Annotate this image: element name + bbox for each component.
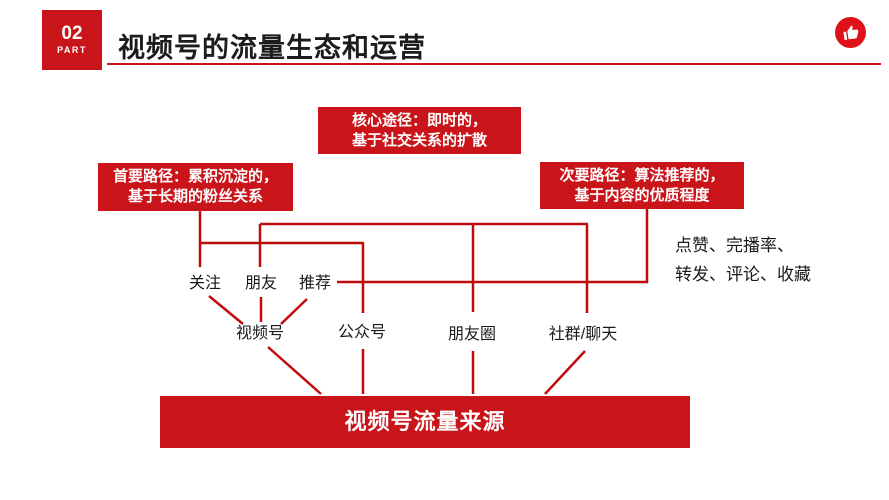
feed-label-friends: 朋友 <box>244 275 278 292</box>
algorithm-metrics: 点赞、完播率、 转发、评论、收藏 <box>675 231 811 289</box>
part-number-box: 02 PART <box>42 10 102 70</box>
part-number: 02 <box>61 23 83 44</box>
core-path-line2: 基于社交关系的扩散 <box>351 131 487 149</box>
metrics-line2: 转发、评论、收藏 <box>675 265 811 284</box>
feed-label-recommend: 推荐 <box>298 275 332 292</box>
channel-label-official-account: 公众号 <box>337 324 387 341</box>
channel-label-groups-chat: 社群/聊天 <box>548 326 618 343</box>
thumbs-up-icon <box>842 25 859 41</box>
secondary-path-line1: 次要路径：算法推荐的， <box>559 166 725 184</box>
primary-path-box: 首要路径：累积沉淀的， 基于长期的粉丝关系 <box>98 163 293 211</box>
traffic-source-box: 视频号流量来源 <box>160 396 690 448</box>
core-path-line1: 核心途径：即时的， <box>351 111 487 129</box>
page-title: 视频号的流量生态和运营 <box>118 33 426 63</box>
feed-label-follow: 关注 <box>188 275 222 292</box>
primary-path-line2: 基于长期的粉丝关系 <box>127 188 263 205</box>
part-label: PART <box>57 45 87 55</box>
metrics-line1: 点赞、完播率、 <box>675 236 794 255</box>
secondary-path-line2: 基于内容的优质程度 <box>574 186 710 204</box>
channel-label-video-account: 视频号 <box>235 325 285 342</box>
channel-label-moments: 朋友圈 <box>447 326 497 343</box>
secondary-path-box: 次要路径：算法推荐的， 基于内容的优质程度 <box>540 162 744 209</box>
like-button[interactable] <box>835 17 866 48</box>
primary-path-line1: 首要路径：累积沉淀的， <box>112 168 278 185</box>
core-path-box: 核心途径：即时的， 基于社交关系的扩散 <box>318 107 521 154</box>
title-underline <box>107 63 881 65</box>
